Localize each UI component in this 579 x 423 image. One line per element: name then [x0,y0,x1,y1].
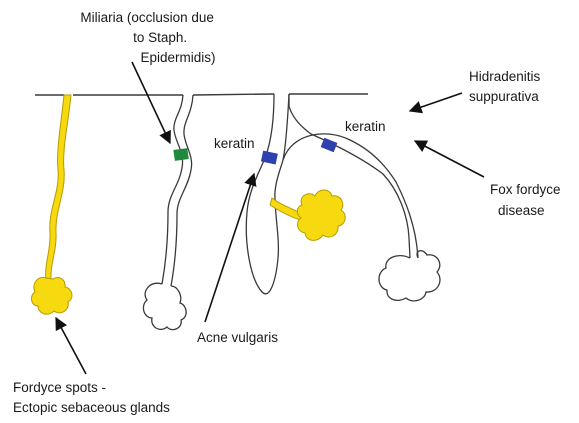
fordyce-spots-label-line-2: Ectopic sebaceous glands [13,400,170,415]
fordyce-spots-label-line-1: Fordyce spots - [13,380,106,395]
miliaria-label: Miliaria (occlusion due to Staph. Epider… [80,10,217,65]
annotation-arrows [56,62,484,374]
miliaria-arrow [132,62,170,143]
acne-follicle [246,94,289,294]
hidradenitis-label-line-1: Hidradenitis [469,69,541,84]
keratin-label-apocrine: keratin [345,119,386,134]
miliaria-label-line-1: Miliaria (occlusion due [80,10,214,25]
acne-arrow [205,174,254,322]
fox-fordyce-label-line-1: Fox fordyce [490,182,561,197]
miliaria-label-line-2: to Staph. [133,30,187,45]
acne-sebaceous-gland [270,190,345,240]
fox-fordyce-label: Fox fordyce disease [490,182,564,218]
hidradenitis-arrow [410,93,462,111]
skin-surface-line [35,94,368,95]
miliaria-sweat-duct [143,95,193,330]
acne-sebaceous-lobules [297,190,345,240]
hidradenitis-label-line-2: suppurativa [469,89,539,104]
ectopic-sebaceous-gland [31,95,72,314]
acne-vulgaris-label: Acne vulgaris [197,330,278,345]
fordyce-spots-arrow [56,318,86,374]
sebaceous-duct [46,95,71,282]
miliaria-occlusion-band [173,148,188,161]
fox-fordyce-label-line-2: disease [498,203,545,218]
sebaceous-lobules [31,277,72,314]
miliaria-label-line-3: Epidermidis) [140,50,215,65]
keratin-label-acne: keratin [214,136,255,151]
fox-fordyce-arrow [415,141,484,177]
hidradenitis-label: Hidradenitis suppurativa [469,69,544,104]
fordyce-spots-label: Fordyce spots - Ectopic sebaceous glands [13,380,170,415]
